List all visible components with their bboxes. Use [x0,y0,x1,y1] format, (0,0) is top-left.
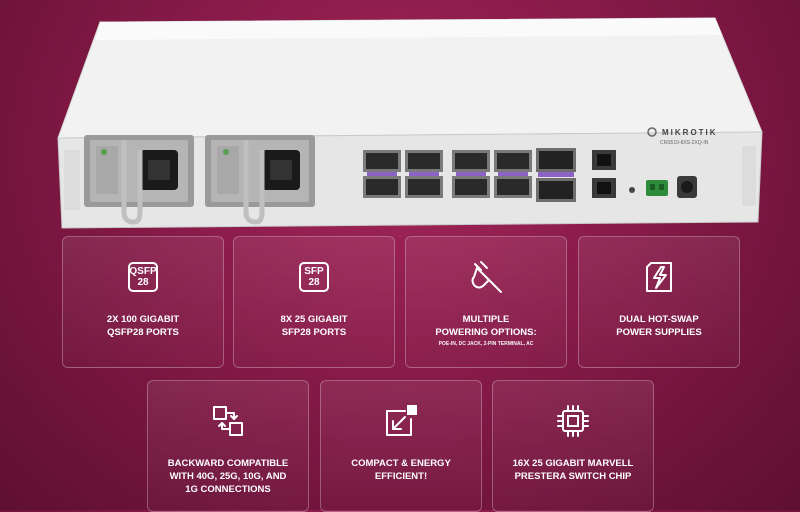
psu-module-2 [205,135,315,225]
feature-label: BACKWARD COMPATIBLE WITH 40G, 25G, 10G, … [148,457,308,496]
switch-device-image: MIKROTIK CRS510-8XS-2XQ-IN [0,0,800,235]
feature-line: MULTIPLE [462,314,510,325]
backward-compatible-icon [206,399,250,443]
qsfp28-port-cages [536,148,576,202]
psu-module-1 [84,135,194,225]
sfp28-icon-text-top: SFP [304,266,324,277]
reset-button-hole [629,187,635,193]
feature-label: DUAL HOT-SWAP POWER SUPPLIES [579,313,739,339]
feature-label: 8X 25 GIGABIT SFP28 PORTS [234,313,394,339]
feature-line: 16X 25 GIGABIT MARVELL [512,458,634,469]
feature-card-hot-swap: DUAL HOT-SWAP POWER SUPPLIES [578,236,740,368]
feature-label: MULTIPLE POWERING OPTIONS: POE-IN, DC JA… [406,313,566,348]
feature-line: QSFP28 PORTS [107,327,179,338]
feature-line: 1G CONNECTIONS [185,484,271,495]
qsfp28-icon: QSFP 28 [121,255,165,299]
feature-card-powering: MULTIPLE POWERING OPTIONS: POE-IN, DC JA… [405,236,567,368]
qsfp28-icon-text-top: QSFP [129,266,157,277]
qsfp28-icon-text-bottom: 28 [137,277,149,288]
feature-line: SFP28 PORTS [281,327,347,338]
sfp28-port-cages [363,150,532,198]
feature-line: 2X 100 GIGABIT [106,314,180,325]
switch-chip-icon [551,399,595,443]
feature-line: BACKWARD COMPATIBLE [167,458,289,469]
two-pin-terminal [646,180,668,196]
feature-line: COMPACT & ENERGY [351,458,451,469]
feature-line: PRESTERA SWITCH CHIP [514,471,632,482]
feature-label: COMPACT & ENERGY EFFICIENT! [321,457,481,483]
feature-line: WITH 40G, 25G, 10G, AND [169,471,287,482]
rj45-ports [592,150,616,198]
feature-line: POWER SUPPLIES [616,327,702,338]
feature-line: DUAL HOT-SWAP [619,314,699,325]
compact-energy-icon [379,399,423,443]
feature-label: 2X 100 GIGABIT QSFP28 PORTS [63,313,223,339]
switch-illustration [57,17,763,229]
model-number: CRS510-8XS-2XQ-IN [660,140,709,146]
feature-line: 8X 25 GIGABIT [280,314,348,325]
feature-label: 16X 25 GIGABIT MARVELL PRESTERA SWITCH C… [493,457,653,483]
sfp28-icon: SFP 28 [292,255,336,299]
feature-card-sfp28: SFP 28 8X 25 GIGABIT SFP28 PORTS [233,236,395,368]
feature-line: POWERING OPTIONS: [435,327,537,338]
feature-subline: POE-IN, DC JACK, 2-PIN TERMINAL, AC [438,341,534,347]
sfp28-icon-text-bottom: 28 [308,277,320,288]
power-plug-icon [464,255,508,299]
feature-card-compact: COMPACT & ENERGY EFFICIENT! [320,380,482,512]
brand-logo: MIKROTIK [662,128,718,137]
feature-card-switch-chip: 16X 25 GIGABIT MARVELL PRESTERA SWITCH C… [492,380,654,512]
feature-line: EFFICIENT! [374,471,428,482]
hot-swap-power-icon [637,255,681,299]
feature-card-qsfp28: QSFP 28 2X 100 GIGABIT QSFP28 PORTS [62,236,224,368]
feature-card-backward-compatible: BACKWARD COMPATIBLE WITH 40G, 25G, 10G, … [147,380,309,512]
